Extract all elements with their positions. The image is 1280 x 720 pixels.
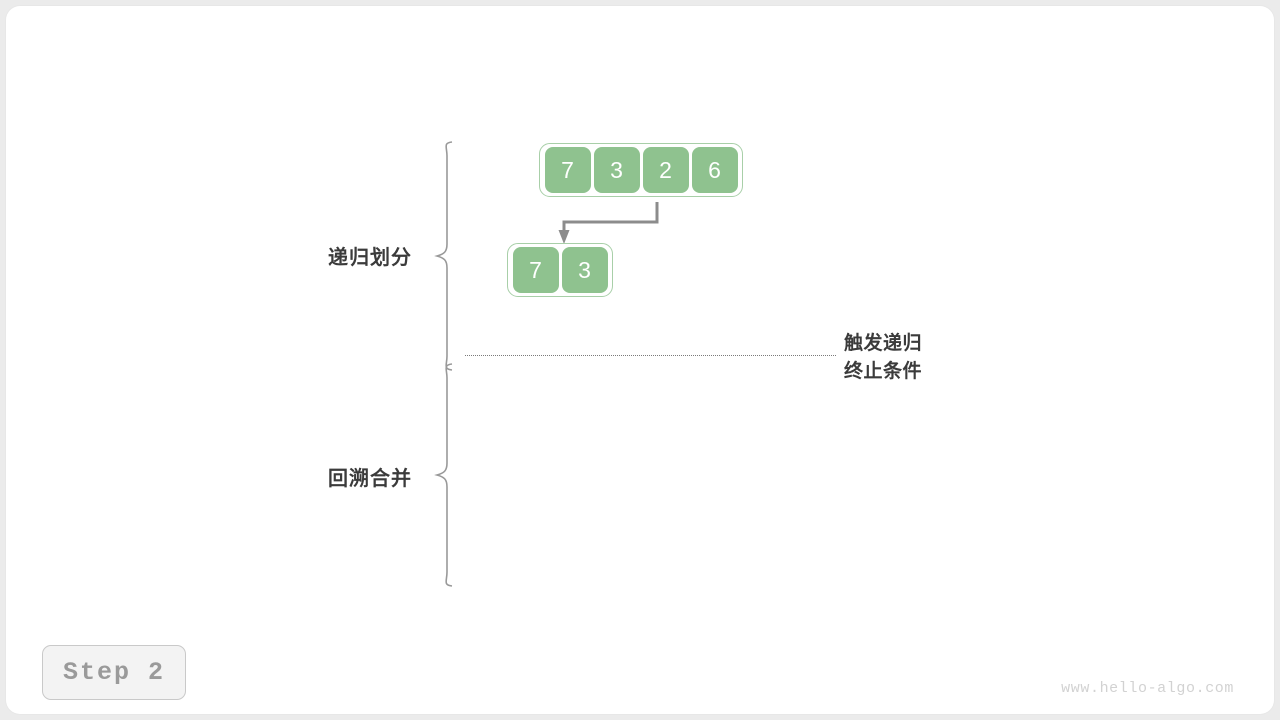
divider-annotation-line-1: 触发递归 xyxy=(844,333,923,354)
array-level-0: 7 3 2 6 xyxy=(539,143,743,197)
recursion-base-divider xyxy=(465,355,836,356)
array-cell: 2 xyxy=(642,147,689,193)
array-cell: 3 xyxy=(593,147,640,193)
array-cell: 3 xyxy=(561,247,608,293)
watermark: www.hello-algo.com xyxy=(1061,680,1234,697)
recursion-arrow-icon xyxy=(558,202,659,244)
array-level-1: 7 3 xyxy=(507,243,613,297)
array-cell: 6 xyxy=(691,147,738,193)
brace-divide xyxy=(434,141,453,371)
divider-annotation: 触发递归 终止条件 xyxy=(844,330,922,385)
step-badge: Step 2 xyxy=(42,645,186,700)
section-label-divide: 递归划分 xyxy=(328,247,412,269)
section-label-merge: 回溯合并 xyxy=(328,468,412,490)
brace-merge xyxy=(434,363,453,587)
array-cell: 7 xyxy=(544,147,591,193)
array-cell: 7 xyxy=(512,247,559,293)
diagram-card: 递归划分 回溯合并 7 3 2 6 7 3 触发递归 终止条件 Step 2 xyxy=(6,6,1274,714)
divider-annotation-line-2: 终止条件 xyxy=(844,360,923,382)
